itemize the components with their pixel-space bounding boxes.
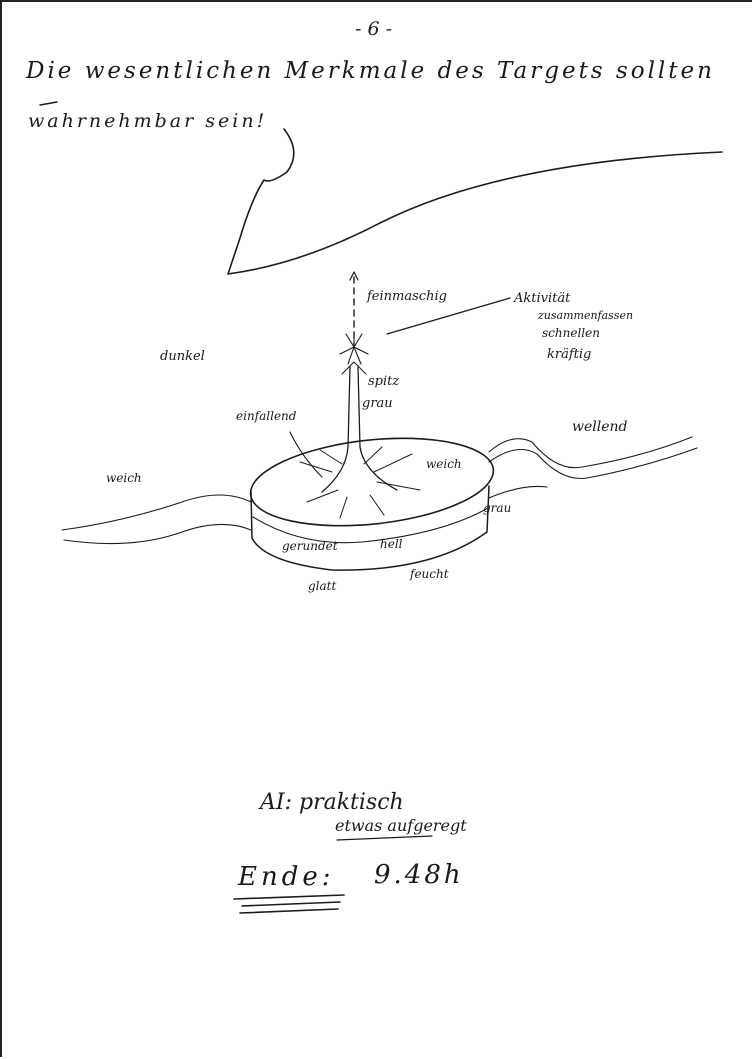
note-ai-continued: etwas aufgeregt (335, 818, 467, 834)
label-wellend: wellend (572, 420, 628, 434)
label-grau-top: grau (362, 397, 393, 410)
label-glatt: glatt (308, 580, 336, 592)
heading-line-2: wahrnehmbar sein! (28, 112, 267, 131)
ende-time: 9.48h (374, 862, 464, 888)
label-gerundet: gerundet (282, 540, 338, 552)
label-kraeftig: kräftig (547, 348, 591, 361)
ende-label: Ende: (238, 864, 335, 890)
label-zusammenfassen: zusammenfassen (538, 310, 633, 321)
label-grau-side: grau (483, 502, 511, 514)
label-spitz: spitz (368, 375, 399, 388)
label-einfallend: einfallend (236, 410, 296, 422)
page-number: - 6 - (355, 20, 392, 39)
label-feinmaschig: feinmaschig (367, 290, 447, 303)
label-weich-side: weich (426, 458, 462, 470)
label-schnellen: schnellen (542, 327, 600, 339)
label-weich: weich (106, 472, 142, 484)
note-ai: AI: praktisch (260, 792, 404, 814)
label-hell: hell (380, 538, 403, 550)
label-dunkel: dunkel (160, 350, 205, 363)
label-feucht: feucht (410, 568, 449, 580)
heading-line-1: Die wesentlichen Merkmale des Targets so… (26, 60, 715, 83)
label-aktivitaet: Aktivität (514, 292, 570, 305)
